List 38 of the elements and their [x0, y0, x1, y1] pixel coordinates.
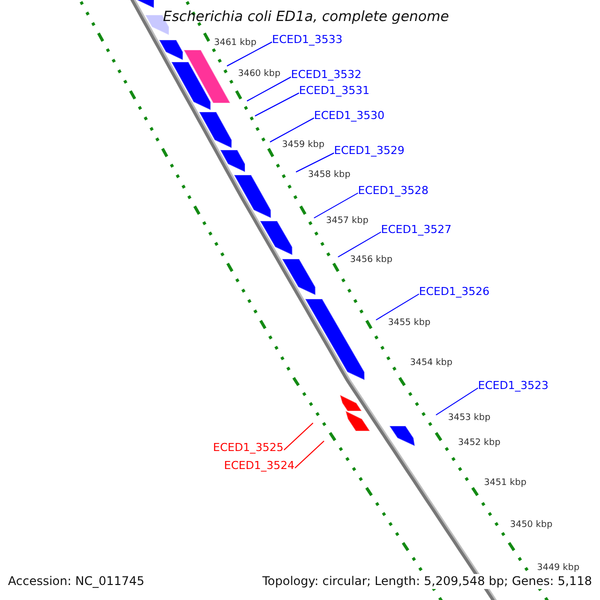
leader-line — [294, 440, 324, 468]
leader-line — [270, 118, 314, 142]
title: Escherichia coli ED1a, complete genome — [163, 8, 449, 27]
scale-tick-label: 3458 kbp — [308, 170, 350, 181]
scale-tick-label: 3457 kbp — [326, 216, 368, 227]
leader-line — [246, 76, 292, 102]
scale-tick-label: 3452 kbp — [458, 438, 500, 449]
gene-label: ECED1_3532 — [291, 68, 362, 81]
scale-tick-label: 3461 kbp — [214, 38, 256, 49]
scale-tick-label: 3449 kbp — [537, 563, 580, 574]
scale-tick-label: 3454 kbp — [410, 358, 452, 369]
gene-label: ECED1_3526 — [419, 285, 490, 298]
gene-label: ECED1_3530 — [314, 109, 385, 122]
gene-label: ECED1_3533 — [272, 33, 343, 46]
scale-tick-label: 3450 kbp — [510, 520, 552, 531]
leader-line — [226, 42, 272, 66]
gene-label: ECED1_3531 — [299, 84, 370, 97]
scale-tick-label: 3455 kbp — [388, 318, 430, 329]
scale-tick-label: 3453 kbp — [448, 413, 490, 424]
gene-label: ECED1_3529 — [334, 144, 405, 157]
leader-line — [376, 294, 420, 320]
scale-tick-label: 3451 kbp — [484, 478, 526, 489]
leader-line — [284, 422, 314, 450]
leader-line — [338, 232, 382, 258]
scale-tick-label: 3460 kbp — [238, 69, 280, 80]
leader-line — [254, 92, 300, 116]
scale-tick-label: 3456 kbp — [350, 255, 392, 266]
gene-label: ECED1_3527 — [381, 223, 452, 236]
leader-line — [314, 192, 358, 218]
gene-label: ECED1_3525 — [213, 441, 284, 454]
gene-label: ECED1_3528 — [358, 184, 429, 197]
accession-note: Accession: NC_011745 — [8, 574, 144, 589]
genome-stats-note: Topology: circular; Length: 5,209,548 bp; Genes: 5,118 — [262, 574, 592, 589]
leader-line — [436, 388, 478, 416]
gene-label: ECED1_3524 — [224, 459, 295, 472]
gene-label: ECED1_3523 — [478, 379, 549, 392]
leader-line — [296, 152, 334, 172]
scale-tick-label: 3459 kbp — [282, 140, 324, 151]
